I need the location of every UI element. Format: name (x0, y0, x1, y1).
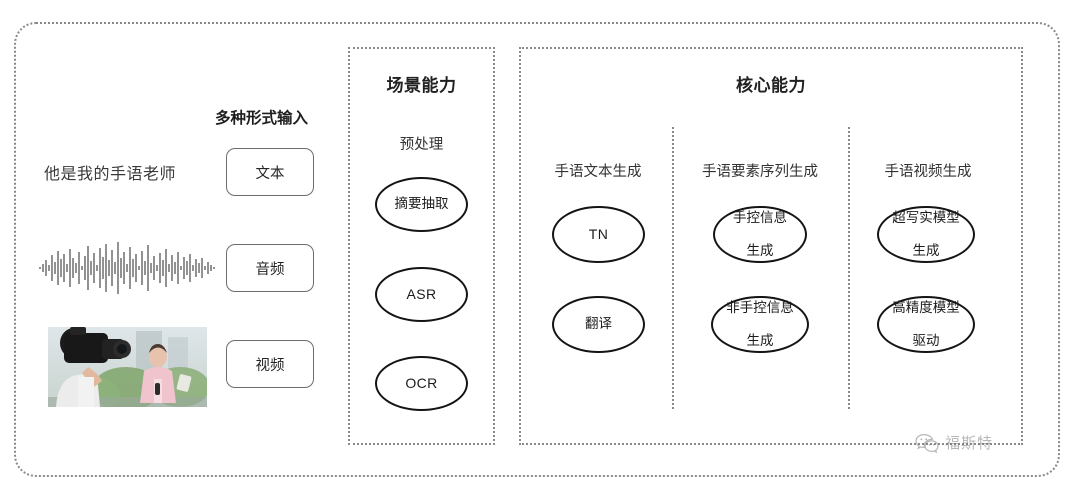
scene-node-summary-label: 摘要抽取 (394, 196, 449, 212)
core-node-hyperreal-model-line2: 生成 (912, 242, 940, 258)
input-section-header: 多种形式输入 (215, 110, 309, 127)
sample-input-text: 他是我的手语老师 (44, 166, 177, 183)
core-column-header-2: 手语要素序列生成 (702, 164, 818, 180)
core-node-manual-info-line1: 手控信息 (733, 209, 787, 225)
core-node-highprecision-model-line1: 高精度模型 (892, 299, 960, 315)
scene-node-ocr-label: OCR (405, 374, 438, 391)
audio-waveform-icon (38, 240, 218, 296)
core-node-hyperreal-model-line1: 超写实模型 (892, 209, 960, 225)
core-node-highprecision-model-label: 高精度模型 驱动 (884, 300, 968, 349)
video-thumbnail-image (48, 327, 207, 407)
core-node-hyperreal-model-label: 超写实模型 生成 (884, 210, 968, 259)
core-node-manual-info[interactable]: 手控信息 生成 (713, 206, 807, 263)
core-node-nonmanual-info-label: 非手控信息 生成 (718, 300, 802, 349)
modality-button-video[interactable]: 视频 (226, 340, 314, 388)
scene-group-label: 预处理 (399, 137, 444, 153)
scene-node-ocr[interactable]: OCR (375, 356, 468, 411)
core-node-nonmanual-info[interactable]: 非手控信息 生成 (711, 296, 809, 353)
core-column-header-3: 手语视频生成 (884, 164, 972, 180)
wechat-icon (915, 433, 939, 453)
core-node-nonmanual-info-line1: 非手控信息 (726, 299, 794, 315)
core-node-translate-label: 翻译 (585, 316, 612, 332)
core-capability-title: 核心能力 (736, 76, 806, 95)
core-node-highprecision-model-line2: 驱动 (912, 332, 940, 348)
scene-node-asr[interactable]: ASR (375, 267, 468, 322)
core-column-divider-1 (672, 127, 674, 409)
core-node-nonmanual-info-line2: 生成 (746, 332, 774, 348)
scene-node-summary[interactable]: 摘要抽取 (375, 177, 468, 232)
scene-node-asr-label: ASR (406, 285, 437, 302)
watermark-text: 福斯特 (945, 435, 994, 452)
scene-capability-panel: 场景能力 预处理 (348, 47, 495, 445)
core-node-manual-info-line2: 生成 (746, 242, 774, 258)
core-node-highprecision-model[interactable]: 高精度模型 驱动 (877, 296, 975, 353)
core-column-header-1: 手语文本生成 (554, 164, 642, 180)
watermark: 福斯特 (915, 432, 993, 453)
core-node-tn-label: TN (588, 225, 609, 242)
core-node-hyperreal-model[interactable]: 超写实模型 生成 (877, 206, 975, 263)
outer-frame (14, 22, 1060, 477)
core-node-tn[interactable]: TN (552, 206, 645, 263)
scene-capability-title: 场景能力 (386, 76, 457, 95)
modality-button-audio[interactable]: 音频 (226, 244, 314, 292)
core-node-manual-info-label: 手控信息 生成 (725, 210, 795, 259)
core-node-translate[interactable]: 翻译 (552, 296, 645, 353)
core-capability-panel: 核心能力 (519, 47, 1023, 445)
core-column-divider-2 (848, 127, 850, 409)
modality-button-text[interactable]: 文本 (226, 148, 314, 196)
